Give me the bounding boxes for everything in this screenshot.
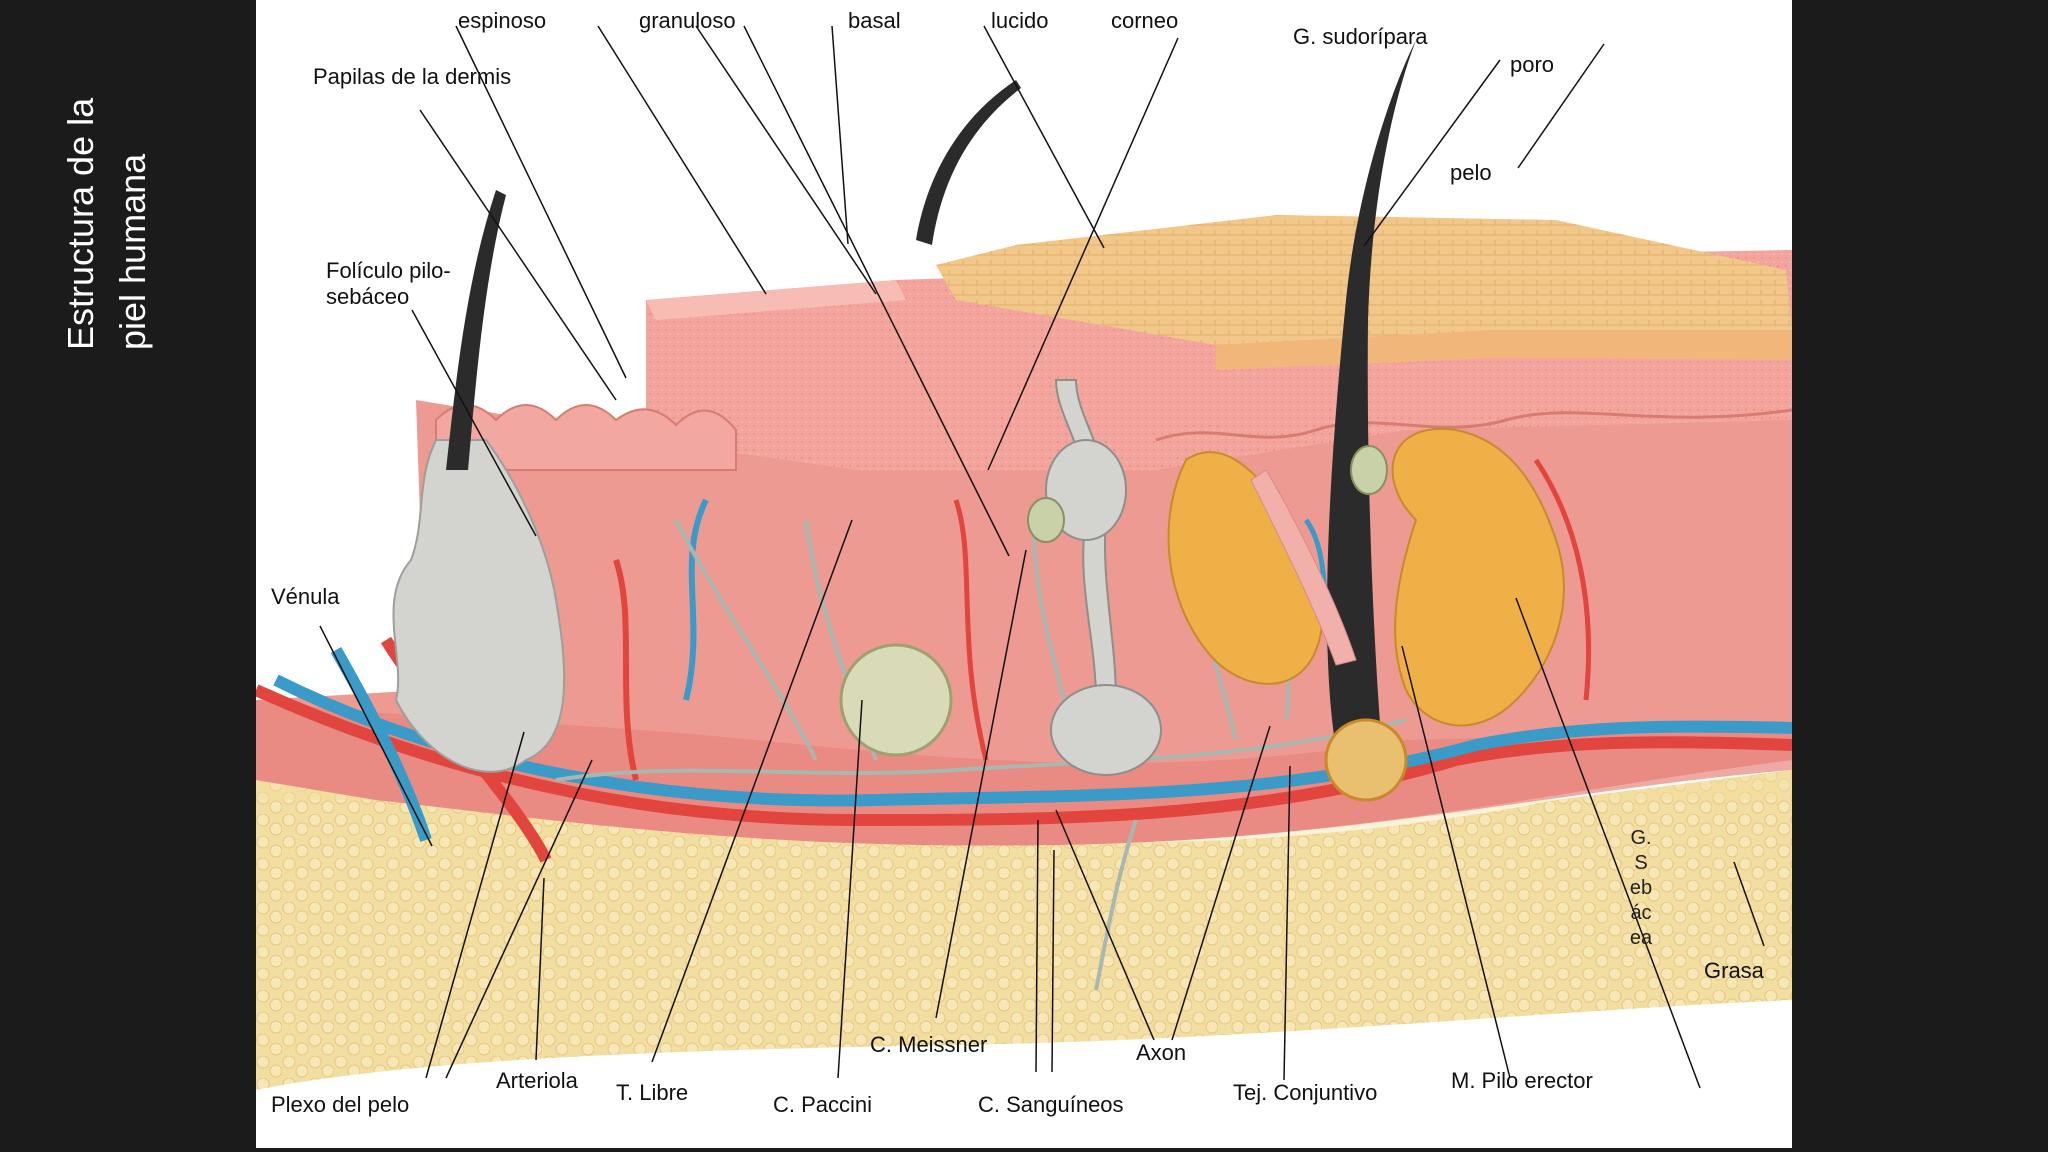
label-g-sudoripara: G. sudorípara xyxy=(1293,24,1428,49)
label-espinoso: espinoso xyxy=(458,8,547,33)
label-granuloso: granuloso xyxy=(639,8,736,33)
pacinian-corpuscle xyxy=(839,643,953,757)
right-hair-follicle xyxy=(1167,40,1565,802)
label-m-pilo-erector: M. Pilo erector xyxy=(1451,1068,1593,1093)
vein-main xyxy=(273,674,1792,807)
sweat-gland xyxy=(1045,379,1162,776)
label-plexo-pelo: Plexo del pelo xyxy=(271,1092,410,1117)
center-hair xyxy=(916,80,1021,245)
label-papilas-dermis: Papilas de la dermis xyxy=(313,64,512,89)
arrector-pili-muscle xyxy=(1250,469,1357,666)
dermal-papillae xyxy=(435,404,737,471)
label-foliculo-line-2: sebáceo xyxy=(326,284,410,309)
label-c-sanguineos: C. Sanguíneos xyxy=(978,1092,1124,1117)
title-line-2: piel humana xyxy=(112,153,153,350)
title-line-1: Estructura de la xyxy=(60,97,101,350)
label-arteriola: Arteriola xyxy=(496,1068,578,1093)
label-grasa: Grasa xyxy=(1704,958,1764,983)
slide-title: Estructura de la piel humana xyxy=(55,60,153,350)
label-pelo: pelo xyxy=(1450,160,1492,185)
slide-title-area: Estructura de la piel humana xyxy=(55,60,153,350)
label-foliculo-line-1: Folículo pilo- xyxy=(326,258,451,283)
label-corneo: corneo xyxy=(1111,8,1179,33)
label-basal: basal xyxy=(848,8,901,33)
label-g-sebacea: G.Sebácea xyxy=(1629,827,1653,949)
label-c-meissner: C. Meissner xyxy=(870,1032,988,1057)
label-c-paccini: C. Paccini xyxy=(773,1092,873,1117)
label-venula: Vénula xyxy=(271,584,340,609)
slide-canvas: espinoso granuloso basal lucido corneo G… xyxy=(256,0,1792,1148)
label-poro: poro xyxy=(1510,52,1555,77)
label-t-libre: T. Libre xyxy=(616,1080,689,1105)
label-tej-conjuntivo: Tej. Conjuntivo xyxy=(1233,1080,1378,1105)
label-axon: Axon xyxy=(1136,1040,1187,1065)
artery-main xyxy=(256,684,1792,827)
leader-lines xyxy=(319,25,1765,1089)
label-lucido: lucido xyxy=(991,8,1049,33)
skin-cross-section-illustration xyxy=(256,25,1792,1090)
